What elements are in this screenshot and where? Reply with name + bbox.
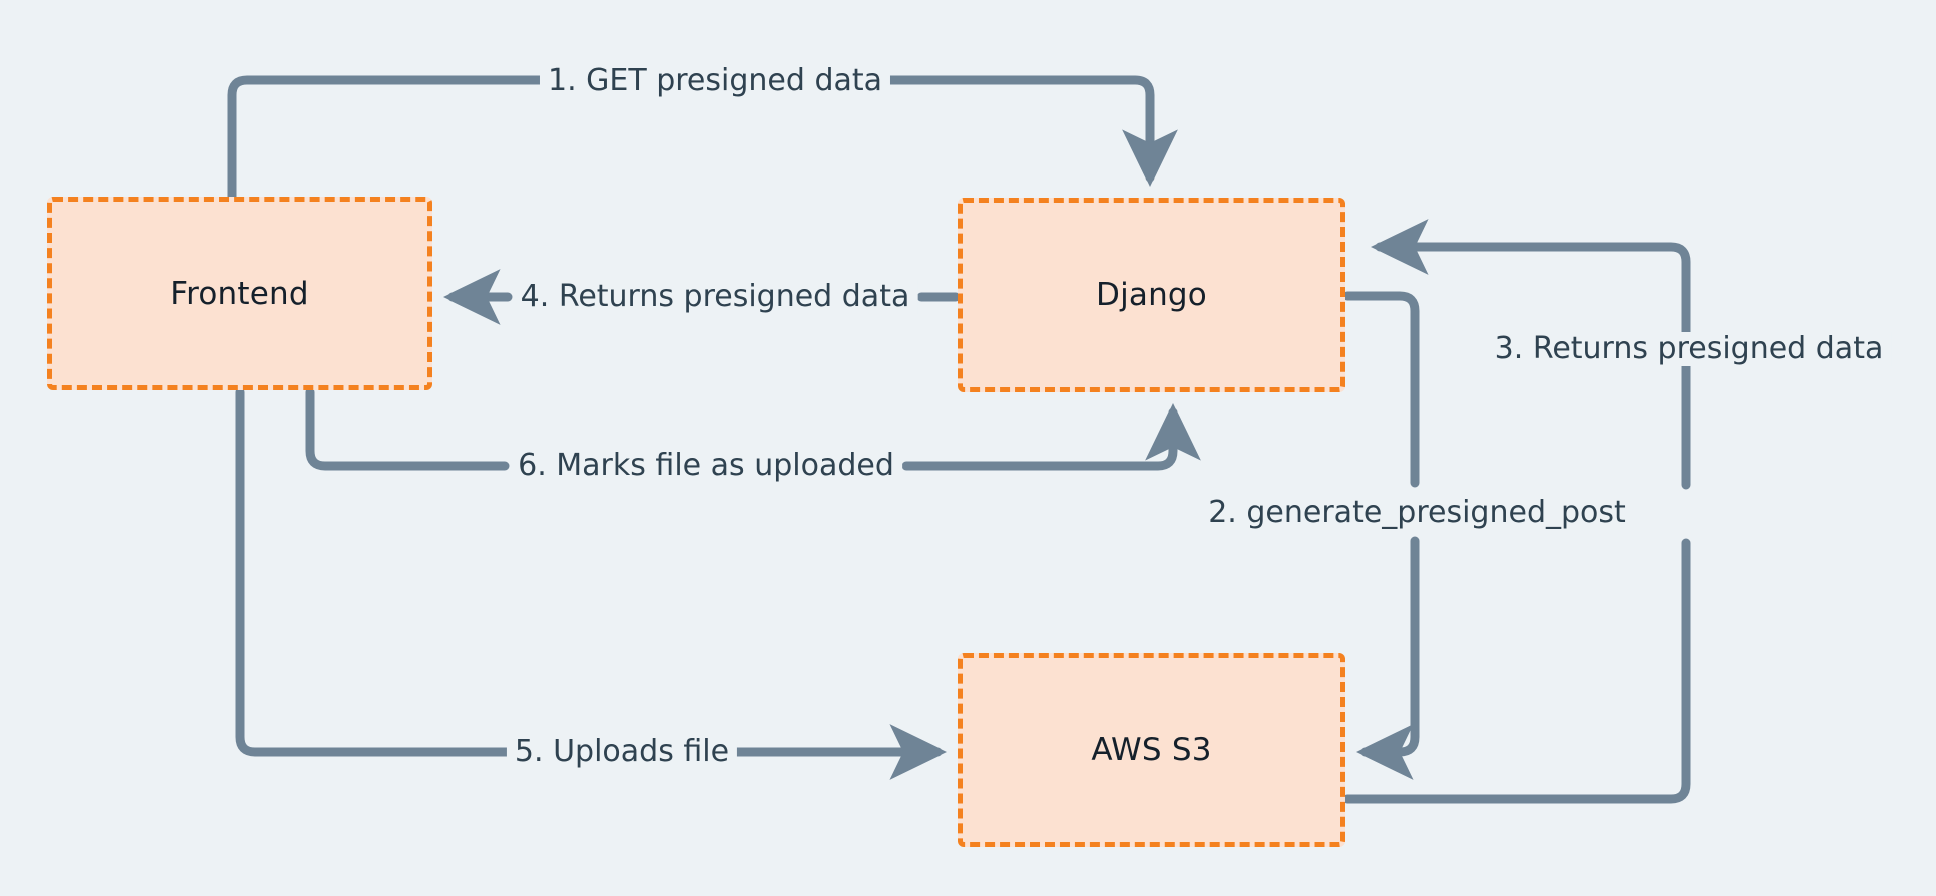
node-aws-s3[interactable]: AWS S3 [958, 653, 1345, 847]
edge-path-2a [1342, 291, 1420, 488]
edge-path-6a [305, 387, 510, 471]
edge-label-6: 6. Marks file as uploaded [510, 449, 902, 483]
node-django[interactable]: Django [958, 198, 1345, 392]
edge-path-3b [1371, 219, 1691, 490]
edge-label-3: 3. Returns presigned data [1486, 332, 1892, 366]
edge-label-4: 4. Returns presigned data [512, 280, 918, 314]
node-django-label: Django [1096, 277, 1207, 313]
node-aws-s3-label: AWS S3 [1091, 732, 1212, 768]
edge-path-5a [235, 387, 517, 757]
edge-label-5: 5. Uploads file [506, 735, 738, 769]
node-frontend-label: Frontend [170, 275, 309, 312]
node-frontend[interactable]: Frontend [47, 197, 432, 390]
edge-path-2b [1356, 536, 1420, 780]
edge-path-6b [901, 403, 1201, 471]
edge-path-3a [1342, 538, 1691, 804]
edge-label-2: 2. generate_presigned_post [1200, 496, 1634, 530]
edge-label-1: 1. GET presigned data [539, 64, 891, 98]
